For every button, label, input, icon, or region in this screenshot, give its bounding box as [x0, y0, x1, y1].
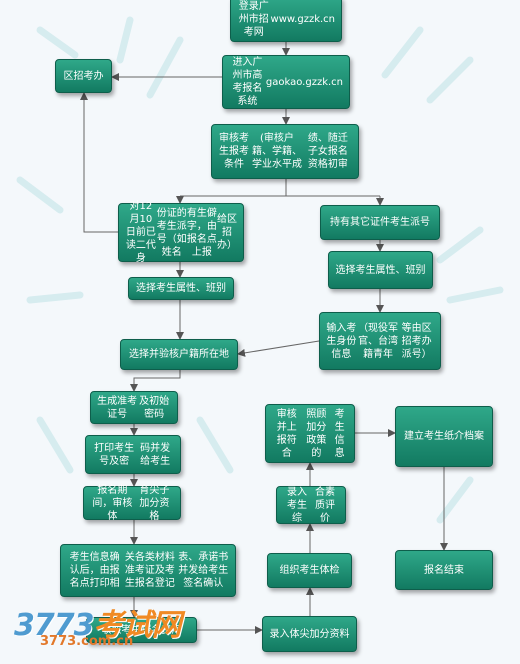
node-gen-number: 生成准考证号及初始密码 [90, 391, 178, 424]
node-select-attr-left: 选择考生属性、班别 [128, 277, 234, 300]
node-sports-review: 报名期间，审核体育尖子加分资格 [83, 485, 181, 522]
node-other-id-assign: 持有其它证件考生派号 [320, 205, 440, 240]
connector-lines [80, 42, 448, 634]
node-id-card-assign: 对12月10日前已读二代身份证的考生派号（如姓名有生僻字，由报名点上报给区招办） [118, 201, 244, 264]
node-sports-material: 录入体尖加分资料 [262, 616, 357, 652]
node-confirm-info: 考生信息确认后，由报名点打印相关各类材料准考证及考生报名登记表、承诺书并发给考生… [60, 544, 236, 597]
node-quality-eval: 录入考生综合素质评价 [276, 486, 346, 524]
node-enter-info: 输入考生身份信息（现役军官、台湾籍青年等由区招考办派号） [319, 312, 441, 370]
watermark-logo: 3773考试网 [14, 608, 182, 643]
node-physical-exam: 组织考生体检 [267, 553, 352, 588]
node-paper-archive: 建立考生纸介档案 [395, 406, 493, 467]
node-select-household: 选择并验核户籍所在地 [120, 339, 238, 370]
node-review: 审核考生报考条件(审核户籍、学籍、学业水平成绩、随迁子女报名资格初审 [211, 124, 359, 179]
node-bonus-review: 审核并上报符合照顾加分政策的考生信息 [265, 404, 355, 463]
node-district-office: 区招考办 [55, 59, 112, 93]
node-finish: 报名结束 [395, 550, 493, 590]
watermark-url: 3773.com.cn [40, 634, 134, 649]
node-select-attr-right: 选择考生属性、班别 [328, 251, 433, 289]
node-collect-fee: 收取考生报名费用 [86, 617, 197, 643]
node-print-number: 打印考生号及密码并发给考生 [85, 435, 181, 474]
